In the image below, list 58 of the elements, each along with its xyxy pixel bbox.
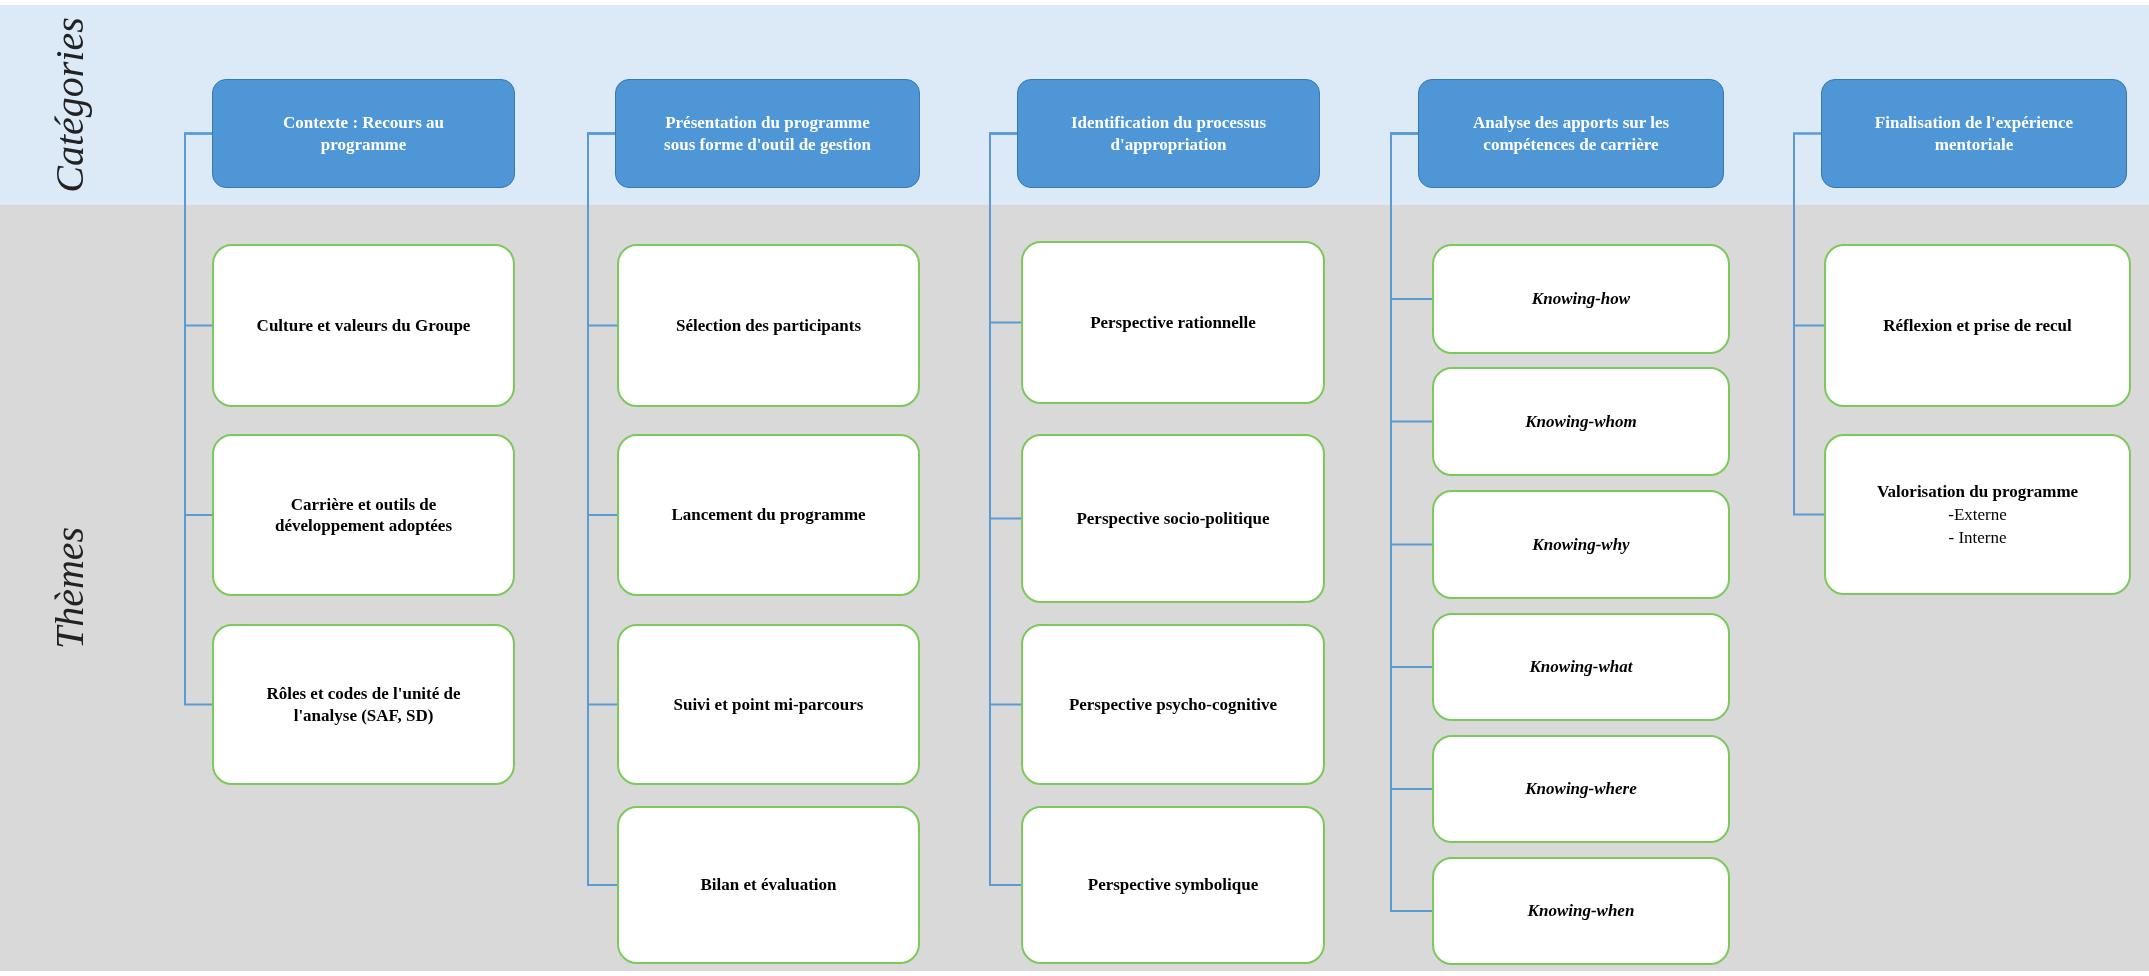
theme-box [212, 624, 515, 785]
connector-line [1793, 132, 1825, 516]
theme-box [1021, 241, 1325, 404]
category-title: Identification du processus d'appropriation [1069, 112, 1268, 155]
band-background [0, 5, 2149, 205]
theme-box [1432, 244, 1730, 354]
category-title: Analyse des apports sur les compétences de carrière [1471, 112, 1671, 155]
theme-title: Knowing-how [1531, 288, 1631, 310]
theme-title: Culture et valeurs du Groupe [256, 314, 471, 337]
theme-box [1021, 434, 1325, 603]
category-title: Finalisation de l'expérience mentoriale [1873, 112, 2075, 155]
category-box [1821, 79, 2127, 188]
theme-title: Suivi et point mi-parcours [673, 693, 864, 716]
connector-line [184, 132, 213, 706]
theme-title: Knowing-when [1527, 900, 1635, 922]
category-box [212, 79, 515, 188]
theme-title: Carrière et outils de développement adoptées [273, 493, 454, 537]
theme-box [617, 434, 920, 596]
theme-title: Lancement du programme [671, 504, 866, 526]
theme-title: Sélection des participants [675, 314, 862, 337]
theme-box [1021, 806, 1325, 964]
category-box [1418, 79, 1724, 188]
category-title: Contexte : Recours au programme [282, 112, 445, 155]
category-title: Présentation du programme sous forme d'outil de gestion [663, 112, 872, 155]
theme-box [617, 244, 920, 407]
theme-title: Perspective symbolique [1087, 874, 1259, 896]
theme-box [617, 806, 920, 964]
theme-title: Perspective psycho-cognitive [1068, 693, 1278, 716]
connector-line [989, 132, 1022, 886]
theme-item: -Externe [1948, 503, 2007, 526]
theme-box [617, 624, 920, 785]
band-label: Catégories [50, 17, 90, 193]
theme-item: - Interne [1948, 527, 2007, 549]
theme-title: Knowing-where [1525, 778, 1637, 800]
theme-box [1432, 367, 1730, 476]
theme-title: Valorisation du programme [1876, 480, 2079, 502]
theme-box [212, 434, 515, 596]
theme-title: Réflexion et prise de recul [1883, 314, 2072, 337]
theme-title: Perspective rationnelle [1090, 311, 1256, 334]
theme-box [1021, 624, 1325, 785]
connector-line [587, 132, 618, 886]
band-background [0, 205, 2149, 971]
theme-box [1432, 613, 1730, 721]
theme-box [1432, 857, 1730, 965]
theme-box [1824, 434, 2131, 595]
theme-box [212, 244, 515, 407]
theme-box [1432, 490, 1730, 599]
theme-box [1824, 244, 2131, 407]
theme-title: Bilan et évaluation [700, 874, 837, 896]
category-box [615, 79, 920, 188]
category-box [1017, 79, 1320, 188]
theme-title: Knowing-whom [1525, 410, 1637, 433]
theme-title: Perspective socio-politique [1076, 507, 1270, 530]
theme-box [1432, 735, 1730, 843]
band-label: Thèmes [50, 526, 90, 650]
theme-title: Rôles et codes de l'unité de l'analyse (SAF, SD) [265, 683, 462, 726]
theme-title: Knowing-why [1532, 533, 1630, 556]
theme-title: Knowing-what [1529, 656, 1633, 678]
